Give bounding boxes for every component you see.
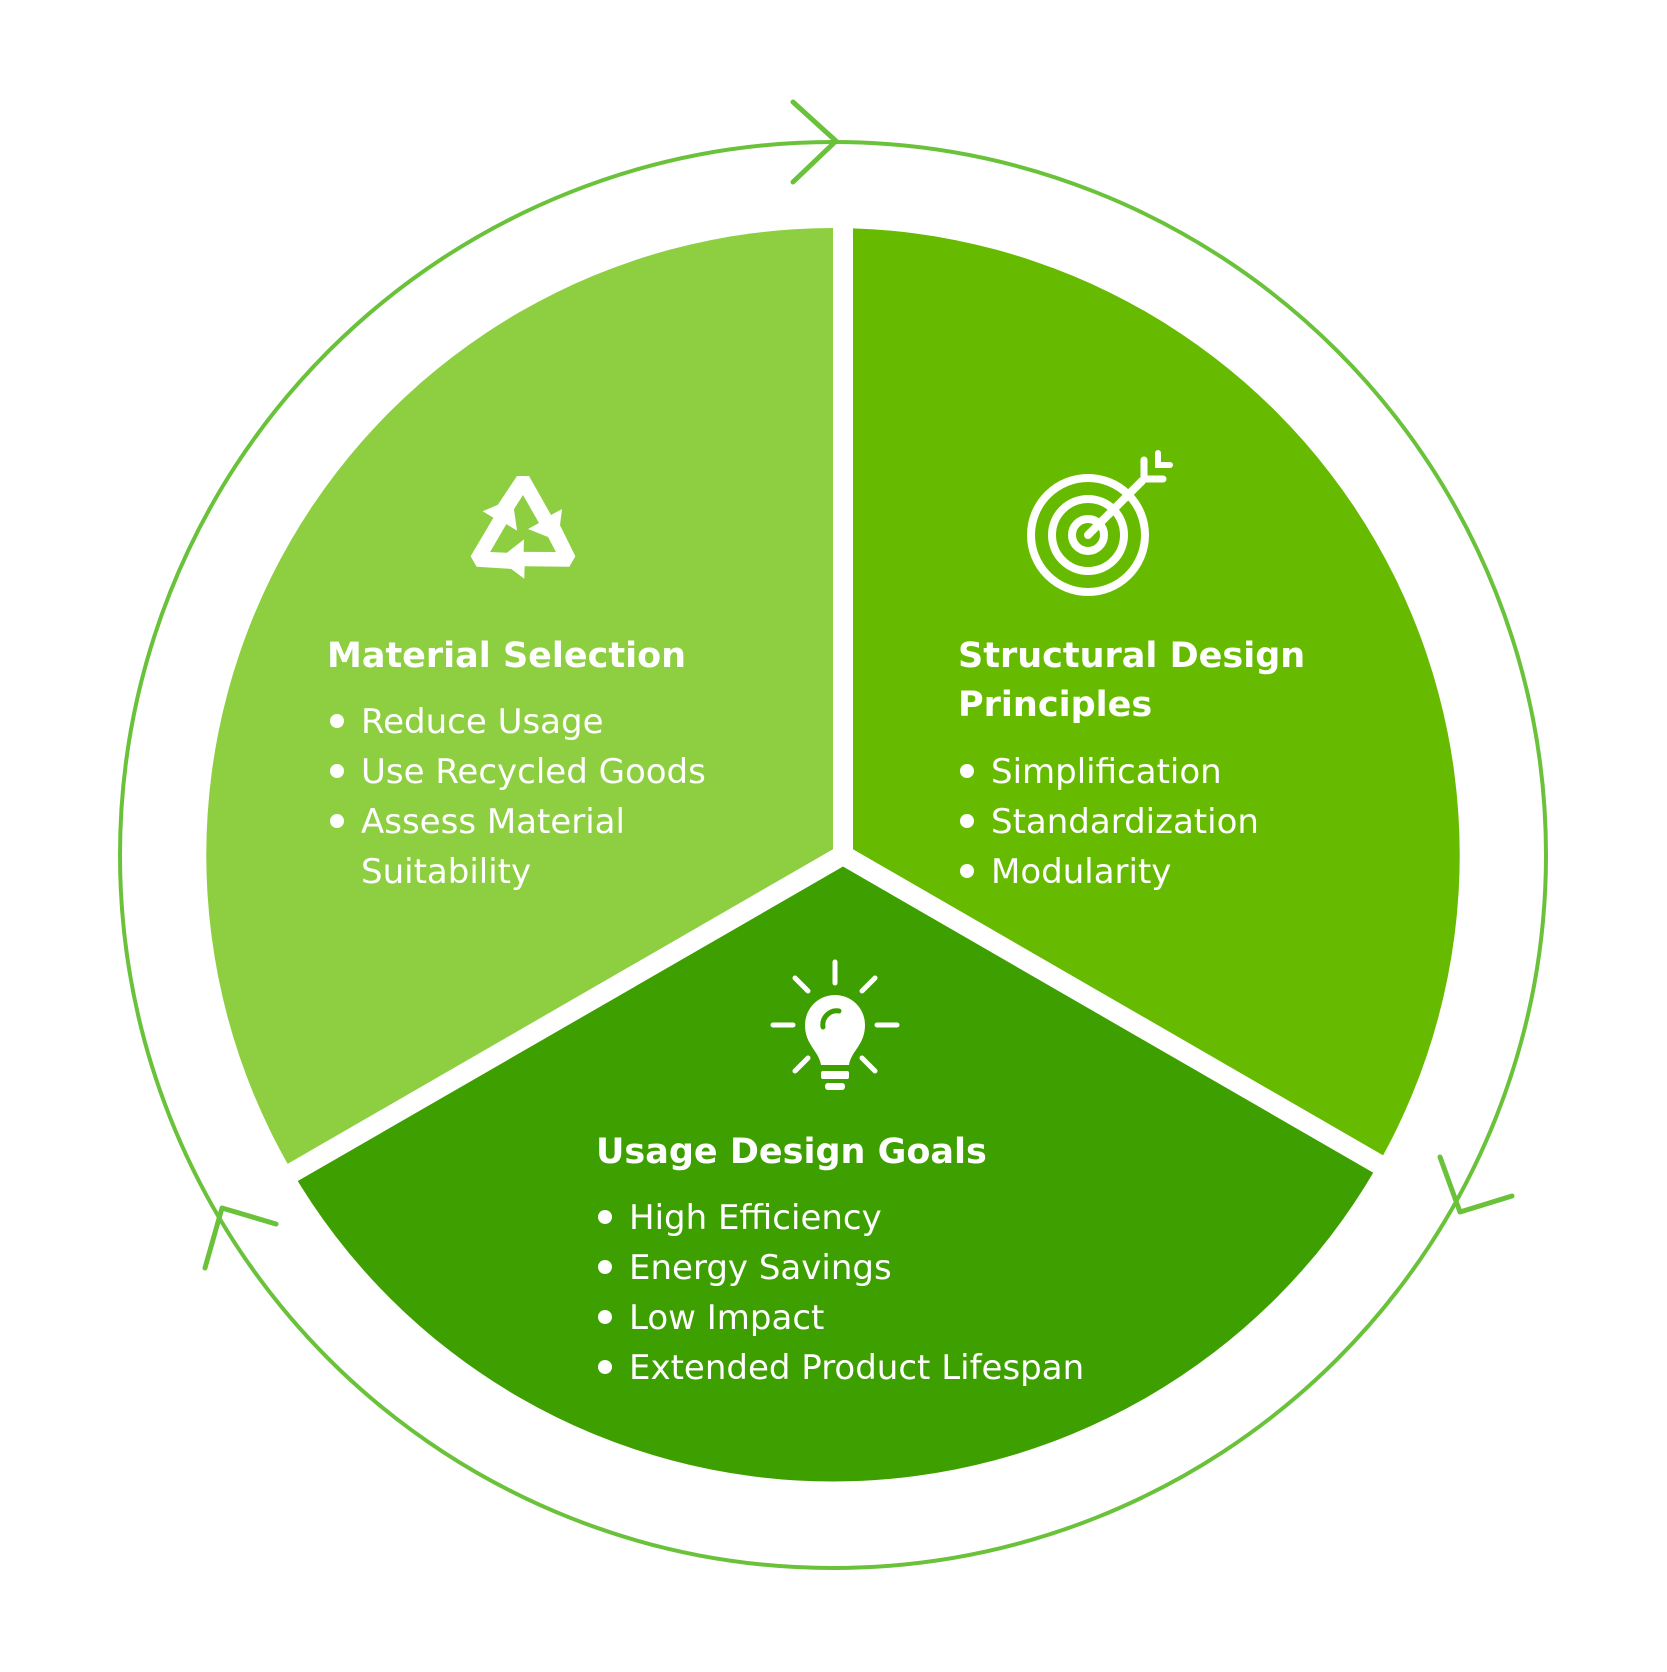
bullet xyxy=(330,764,344,778)
bullet xyxy=(598,1210,612,1224)
bullet xyxy=(960,814,974,828)
usage-item-1: High Efficiency xyxy=(629,1198,882,1238)
material-item-3-cont: Suitability xyxy=(361,852,531,892)
structural-item-3: Modularity xyxy=(991,852,1171,892)
bullet xyxy=(960,764,974,778)
segment-material-selection xyxy=(206,228,834,1168)
usage-design-block: Usage Design Goals High Efficiency Energ… xyxy=(596,1132,1084,1388)
usage-design-title: Usage Design Goals xyxy=(596,1132,987,1172)
structural-design-block: Structural Design Principles Simplificat… xyxy=(958,636,1305,892)
material-item-1: Reduce Usage xyxy=(361,702,604,742)
segment-separators xyxy=(285,220,1398,1183)
bullet xyxy=(330,714,344,728)
target-icon xyxy=(1027,450,1173,596)
bullet xyxy=(598,1260,612,1274)
material-selection-title: Material Selection xyxy=(327,636,686,676)
structural-item-1: Simplification xyxy=(991,752,1222,792)
structural-item-2: Standardization xyxy=(991,802,1259,842)
structural-design-title-line2: Principles xyxy=(958,685,1152,725)
material-item-2: Use Recycled Goods xyxy=(361,752,706,792)
usage-item-4: Extended Product Lifespan xyxy=(629,1348,1084,1388)
cycle-arrow-top-icon xyxy=(790,99,839,185)
material-selection-block: Material Selection Reduce Usage Use Recy… xyxy=(327,636,706,892)
material-item-3: Assess Material xyxy=(361,802,625,842)
cycle-arrow-left-icon xyxy=(202,1205,279,1271)
bullet xyxy=(598,1360,612,1374)
lightbulb-icon xyxy=(770,959,900,1090)
bullet xyxy=(598,1310,612,1324)
cycle-arrow-right-icon xyxy=(1437,1154,1515,1215)
usage-item-2: Energy Savings xyxy=(629,1248,892,1288)
bullet xyxy=(960,864,974,878)
usage-item-3: Low Impact xyxy=(629,1298,824,1338)
recycle-icon xyxy=(470,476,576,579)
bullet xyxy=(330,814,344,828)
structural-design-title-line1: Structural Design xyxy=(958,636,1305,676)
